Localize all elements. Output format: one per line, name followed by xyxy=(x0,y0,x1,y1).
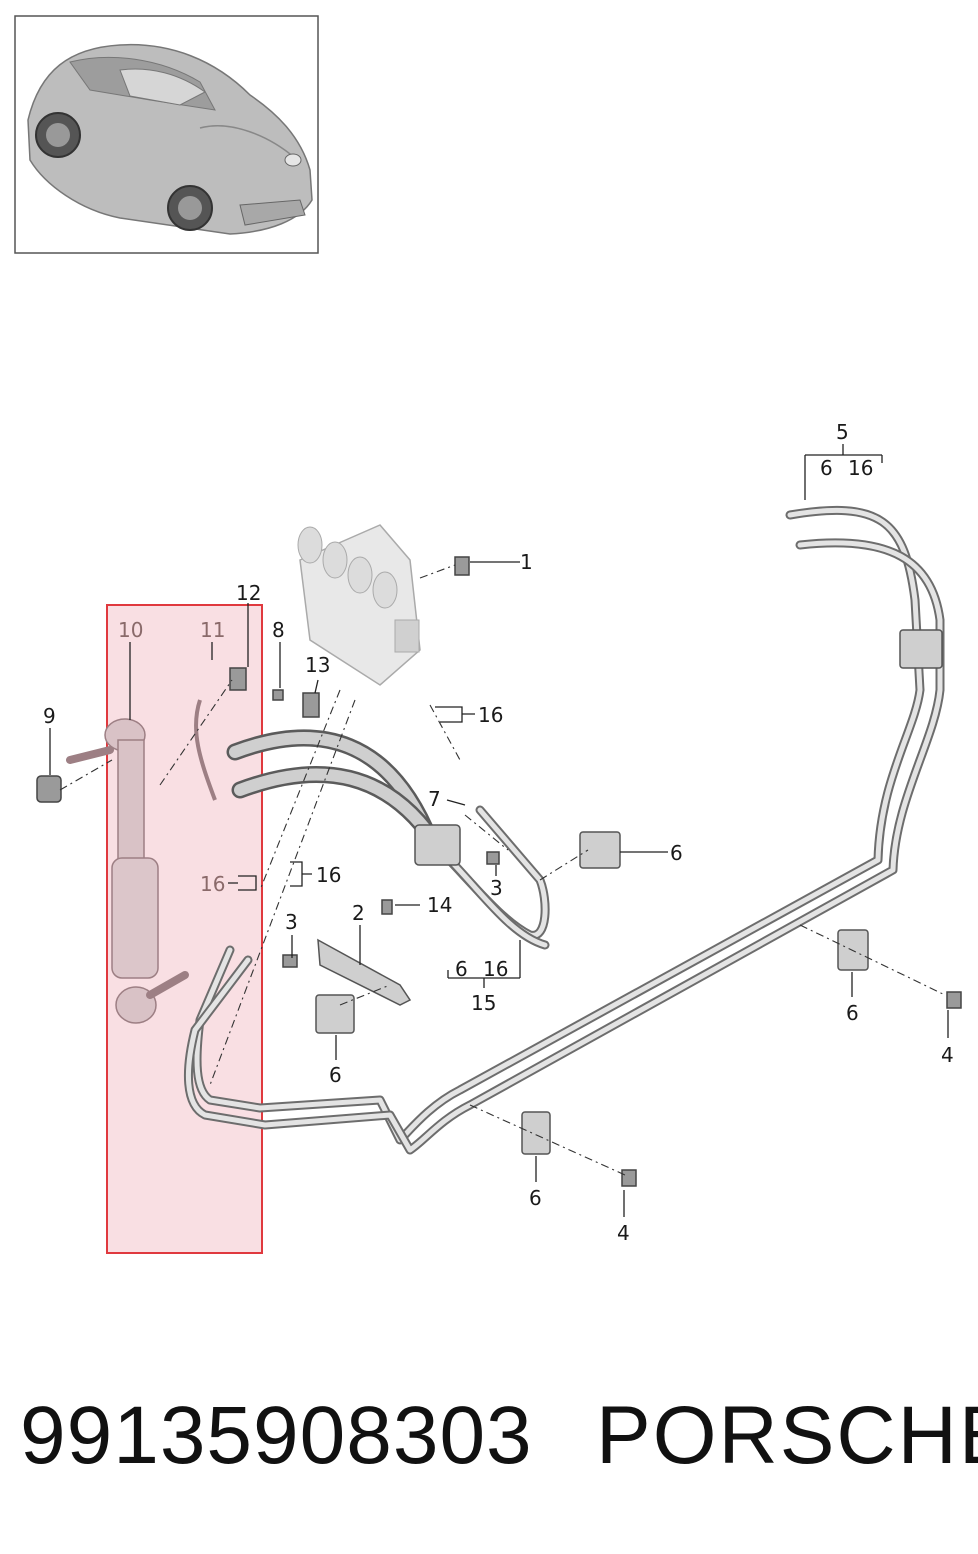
callout-10: 10 xyxy=(118,618,143,642)
callout-group15-16: 16 xyxy=(483,957,508,981)
valve-block xyxy=(297,524,421,686)
callout-4-bottom: 4 xyxy=(617,1221,630,1245)
callout-12: 12 xyxy=(236,581,261,605)
brake-pipes xyxy=(183,505,945,1155)
callout-11: 11 xyxy=(200,618,225,642)
callout-group5-6: 6 xyxy=(820,456,833,480)
callout-labels: 1 2 3 3 4 4 5 6 6 6 6 7 8 9 10 11 12 13 … xyxy=(43,420,954,1245)
callout-6-right: 6 xyxy=(846,1001,859,1025)
callout-9: 9 xyxy=(43,704,56,728)
hydraulic-strut xyxy=(66,699,217,1024)
callout-2: 2 xyxy=(352,901,365,925)
pipe-clips xyxy=(315,629,943,1155)
callout-16-left: 16 xyxy=(200,872,225,896)
callout-5: 5 xyxy=(836,420,849,444)
vehicle-thumbnail xyxy=(14,15,319,254)
callout-16-mid: 16 xyxy=(316,863,341,887)
callout-13: 13 xyxy=(305,653,330,677)
brand-name: PORSCHE xyxy=(596,1390,978,1481)
callout-14: 14 xyxy=(427,893,452,917)
hydraulic-hoses xyxy=(226,729,550,950)
callout-3-right: 3 xyxy=(490,876,503,900)
callout-1: 1 xyxy=(520,550,533,574)
assembly-lines xyxy=(59,564,946,1176)
callout-6-upper-right: 6 xyxy=(670,841,683,865)
callout-7: 7 xyxy=(428,787,441,811)
callout-8: 8 xyxy=(272,618,285,642)
car-illustration xyxy=(27,43,313,235)
callout-16-top: 16 xyxy=(478,703,503,727)
leader-lines xyxy=(49,444,949,1217)
callout-4-right: 4 xyxy=(941,1043,954,1067)
part-number: 99135908303 xyxy=(20,1390,533,1481)
callout-group15-6: 6 xyxy=(455,957,468,981)
callout-group5-16: 16 xyxy=(848,456,873,480)
callout-15: 15 xyxy=(471,991,496,1015)
callout-6-left: 6 xyxy=(329,1063,342,1087)
callout-3-left: 3 xyxy=(285,910,298,934)
callout-6-bottom: 6 xyxy=(529,1186,542,1210)
